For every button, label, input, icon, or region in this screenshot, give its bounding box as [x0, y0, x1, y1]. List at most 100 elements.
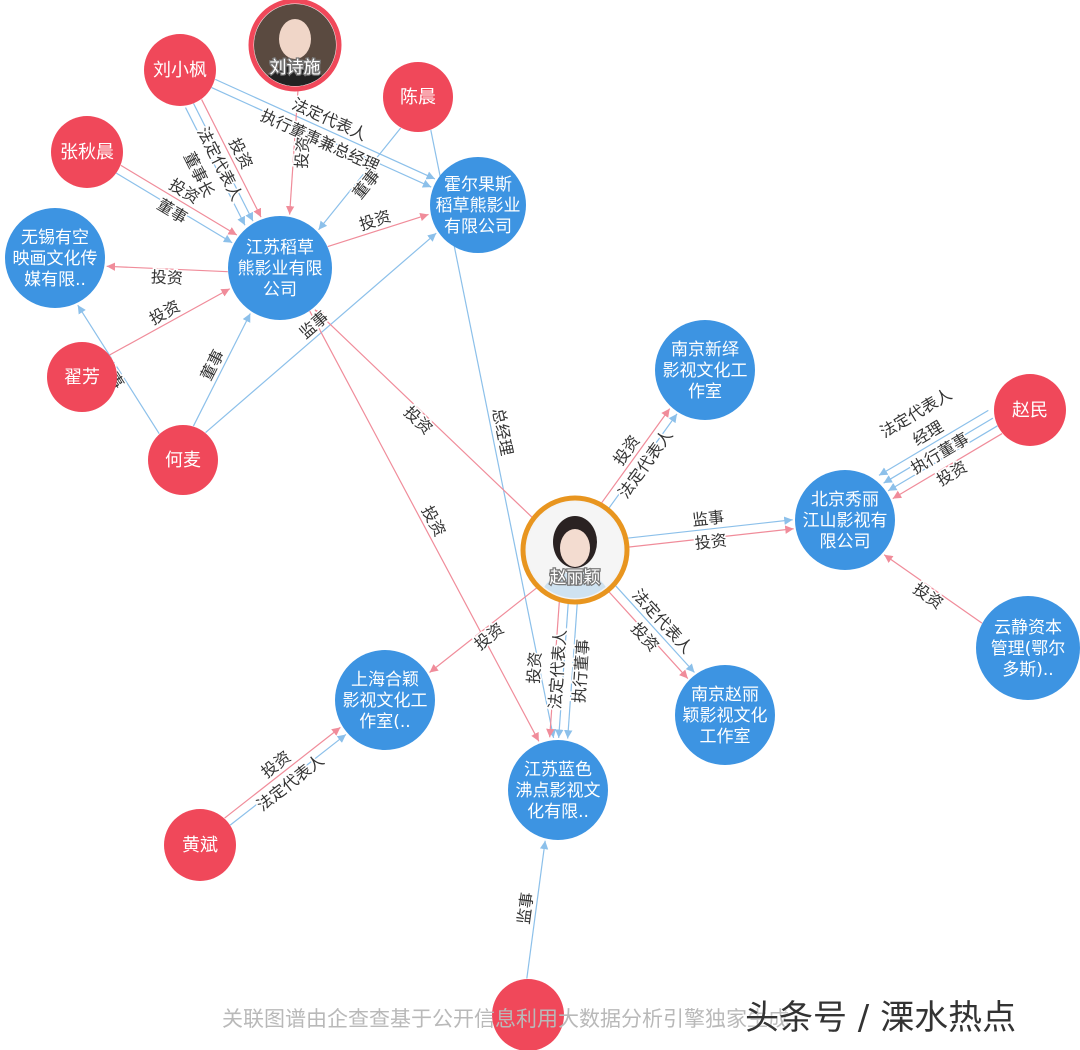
person-circle — [994, 374, 1066, 446]
node-label: 北京秀丽江山影视有限公司 — [803, 490, 888, 552]
node-wx[interactable]: 无锡有空映画文化传媒有限.. — [5, 208, 105, 308]
node-cc[interactable]: 陈晨 — [383, 62, 453, 132]
edge-invest — [607, 590, 689, 679]
edge-role — [887, 425, 998, 492]
node-label: 陈晨 — [400, 87, 436, 108]
footer-note: 关联图谱由企查查基于公开信息利用大数据分析引擎独家生成 — [222, 1007, 789, 1031]
node-label: 黄斌 — [182, 835, 218, 856]
company-circle — [5, 208, 105, 308]
edge-label: 投资 — [357, 206, 393, 234]
edge-invest — [106, 262, 228, 273]
edge-role — [625, 516, 793, 539]
edge-label: 投资 — [146, 296, 183, 328]
edge-role — [526, 840, 549, 979]
node-label: 江苏蓝色沸点影视文化有限.. — [516, 760, 601, 822]
person-circle — [383, 62, 453, 132]
company-circle — [675, 665, 775, 765]
edge-role — [564, 602, 578, 739]
edge-label: 投资 — [524, 651, 545, 684]
node-zly[interactable]: 赵丽颖 — [520, 495, 630, 624]
company-circle — [335, 650, 435, 750]
person-circle — [51, 116, 123, 188]
node-jsdc[interactable]: 江苏稻草熊影业有限公司 — [228, 216, 332, 320]
edge-label: 总经理 — [489, 406, 517, 457]
edge-role — [607, 413, 678, 510]
node-label: 南京新绎影视文化工作室 — [663, 340, 748, 402]
company-circle — [795, 470, 895, 570]
node-njxy[interactable]: 南京新绎影视文化工作室 — [655, 320, 755, 420]
edge-label: 投资 — [292, 136, 313, 169]
avatar-photo — [254, 4, 336, 86]
company-circle — [655, 320, 755, 420]
edge-label: 投资 — [150, 267, 183, 287]
node-label: 翟芳 — [64, 367, 100, 388]
person-circle — [148, 425, 218, 495]
edge-role — [318, 127, 402, 231]
node-bottom[interactable] — [0, 0, 564, 1050]
node-label: 刘小枫 — [153, 60, 207, 81]
node-zf[interactable]: 翟芳 — [47, 342, 117, 412]
person-circle — [144, 34, 216, 106]
edge-invest — [626, 525, 794, 548]
node-label: 江苏稻草熊影业有限公司 — [238, 238, 323, 300]
company-circle — [976, 596, 1080, 700]
edge-invest — [546, 600, 560, 738]
node-jsls[interactable]: 江苏蓝色沸点影视文化有限.. — [508, 740, 608, 840]
edge-role — [77, 304, 160, 434]
node-label: 上海合颖影视文化工作室(.. — [343, 670, 428, 732]
edge-invest — [600, 408, 671, 505]
node-lss[interactable]: 刘诗施 — [248, 0, 342, 105]
edge-label: 投资 — [910, 579, 947, 613]
edge-invest — [314, 309, 534, 519]
node-shhy[interactable]: 上海合颖影视文化工作室(.. — [335, 650, 435, 750]
edges — [77, 78, 1003, 979]
edge-invest — [109, 288, 231, 356]
edge-role — [613, 584, 695, 673]
person-circle — [492, 979, 564, 1050]
edge-invest — [429, 586, 539, 673]
node-label: 霍尔果斯稻草熊影业有限公司 — [436, 175, 521, 237]
edge-label: 监事 — [691, 507, 725, 529]
node-label: 南京赵丽颖影视文化工作室 — [683, 685, 768, 747]
edge-invest — [309, 310, 540, 742]
edge-invest — [892, 433, 1003, 500]
edge-label: 投资 — [694, 531, 728, 553]
node-zqc[interactable]: 张秋晨 — [51, 116, 123, 188]
node-hb[interactable]: 黄斌 — [164, 809, 236, 881]
node-hegs[interactable]: 霍尔果斯稻草熊影业有限公司 — [430, 157, 526, 253]
edge-role — [184, 107, 246, 226]
edge-role — [229, 733, 347, 826]
node-bjxl[interactable]: 北京秀丽江山影视有限公司 — [795, 470, 895, 570]
edge-label: 法定代表人 — [545, 629, 570, 710]
edge-role — [878, 409, 989, 476]
node-label: 刘诗施 — [270, 58, 321, 78]
company-circle — [228, 216, 332, 320]
node-label: 无锡有空映画文化传媒有限.. — [13, 228, 98, 290]
person-circle — [47, 342, 117, 412]
node-njzl[interactable]: 南京赵丽颖影视文化工作室 — [675, 665, 775, 765]
edge-role — [215, 78, 436, 180]
edge-invest — [883, 554, 983, 624]
edge-role — [116, 172, 233, 244]
edge-role — [883, 417, 994, 484]
edge-invest — [327, 212, 429, 248]
node-lxf[interactable]: 刘小枫 — [144, 34, 216, 106]
edge-invest — [120, 164, 238, 236]
edge-label: 监事 — [514, 891, 537, 925]
edge-invest — [224, 726, 341, 819]
avatar-photo — [527, 502, 623, 598]
node-yj[interactable]: 云静资本管理(鄂尔多斯).. — [976, 596, 1080, 700]
edge-role — [555, 601, 569, 738]
node-hm[interactable]: 何麦 — [148, 425, 218, 495]
node-zm[interactable]: 赵民 — [994, 374, 1066, 446]
edge-label: 投资 — [400, 402, 436, 438]
edge-role — [211, 87, 432, 188]
person-circle — [164, 809, 236, 881]
edge-label: 执行董事 — [569, 638, 592, 703]
company-circle — [508, 740, 608, 840]
edge-role — [192, 313, 251, 427]
node-label: 赵民 — [1012, 400, 1048, 421]
